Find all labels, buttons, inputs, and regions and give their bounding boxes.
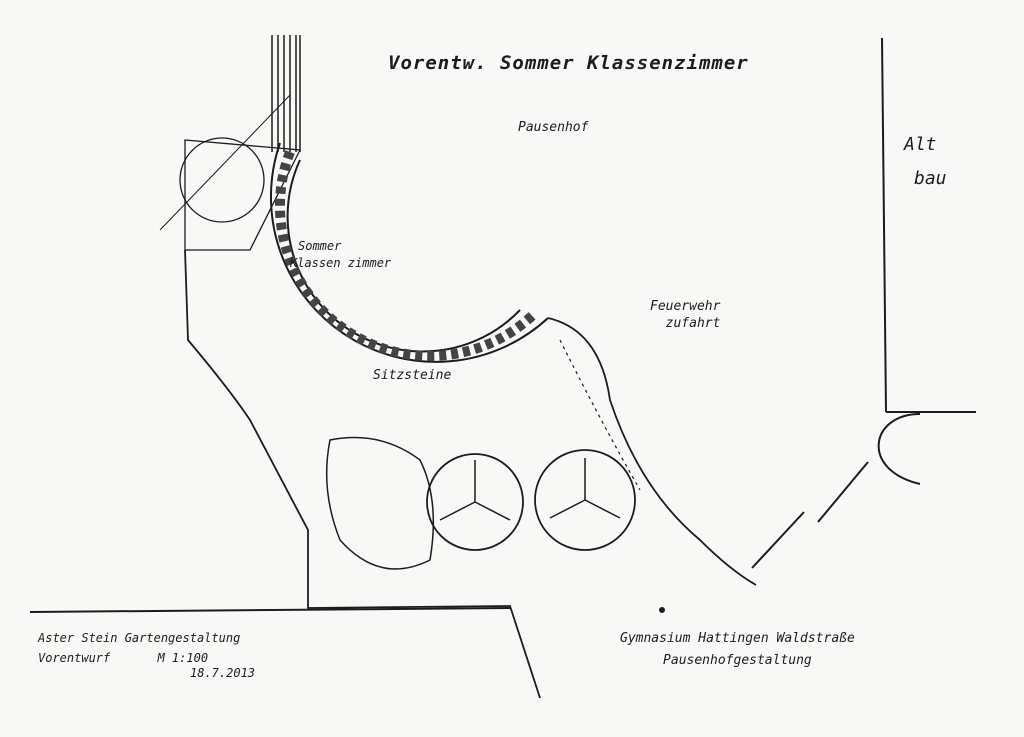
hatched-bed [184,139,302,251]
label-feuer-line1: Feuerwehr [650,299,721,314]
planting-right [547,317,757,586]
label-pausenhof: Pausenhof [518,120,589,135]
label-feuer-line2: zufahrt [665,316,721,331]
label-altbau-line2: bau [914,168,947,189]
fence-line [817,461,869,523]
tree-2 [426,453,524,551]
plan-title: Vorentw. Sommer Klassenzimmer [388,52,749,74]
project-name: Pausenhofgestaltung [663,653,812,668]
stage: Vorentwurf [38,651,111,665]
altbau-bay [877,411,976,485]
small-tree [179,137,265,223]
tree-1 [325,436,435,570]
tree-3 [534,449,636,551]
scale: M 1:100 [157,651,209,665]
label-sitzsteine: Sitzsteine [373,368,452,383]
seating-ring-mid [275,150,538,361]
wall-stripes [271,35,301,152]
title-block-client: Gymnasium Hattingen Waldstraße Pausenhof… [620,628,855,672]
label-sommer-line2: Klassen zimmer [290,256,392,270]
title-block-author: Aster Stein Gartengestaltung Vorentwurf … [38,628,240,668]
label-feuerwehrzufahrt: Feuerwehr zufahrt [650,298,720,332]
seating-ring-outer [269,142,549,363]
label-altbau-line1: Alt [904,134,937,155]
plan-date: 18.7.2013 [190,666,256,680]
label-sommer-klassenzimmer: Sommer Klassen zimmer [290,238,391,272]
stage-scale-line: Vorentwurf M 1:100 [38,648,240,668]
seating-ring-inner [286,159,521,353]
ground-line [29,607,511,613]
label-altbau: Alt bau [904,128,974,196]
client-name: Gymnasium Hattingen Waldstraße [620,631,855,646]
author-name: Aster Stein Gartengestaltung [38,631,241,645]
label-sommer-line1: Sommer [298,239,342,253]
altbau-wall [881,37,887,413]
planting-border [184,249,541,699]
